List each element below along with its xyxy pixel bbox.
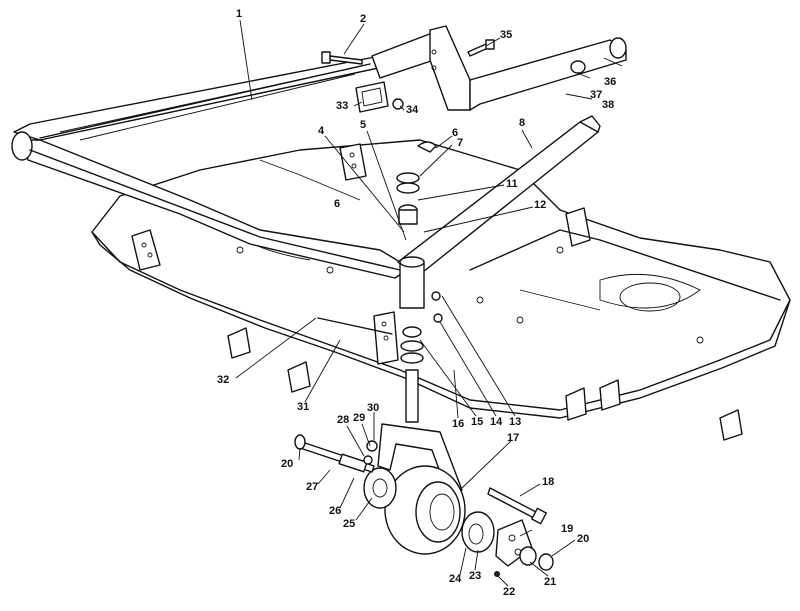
hitch-assembly xyxy=(371,25,627,111)
callout-37: 37 xyxy=(590,89,603,101)
callout-34: 34 xyxy=(406,104,419,116)
callout-6-lower: 6 xyxy=(334,198,341,210)
pivot-brackets xyxy=(317,143,399,365)
callout-31: 31 xyxy=(297,401,310,413)
callout-36: 36 xyxy=(604,76,617,88)
callout-18: 18 xyxy=(542,476,555,488)
callout-7: 7 xyxy=(457,137,464,149)
callout-4: 4 xyxy=(318,125,325,137)
callout-6-upper: 6 xyxy=(452,127,459,139)
callout-17: 17 xyxy=(507,432,520,444)
callout-1: 1 xyxy=(236,8,243,20)
callout-11: 11 xyxy=(506,178,518,190)
spindle-stack xyxy=(396,141,443,323)
caster-wheel xyxy=(363,465,466,555)
axle-parts xyxy=(294,434,378,473)
callout-25: 25 xyxy=(343,518,356,530)
callout-14: 14 xyxy=(490,416,503,428)
callout-8: 8 xyxy=(519,117,526,129)
callout-33: 33 xyxy=(336,100,349,112)
callout-22: 22 xyxy=(503,586,516,598)
callout-20-left: 20 xyxy=(281,458,294,470)
callout-26: 26 xyxy=(329,505,342,517)
callout-15: 15 xyxy=(471,416,484,428)
callout-12: 12 xyxy=(534,199,547,211)
callout-38: 38 xyxy=(602,99,615,111)
callout-27: 27 xyxy=(306,481,319,493)
callout-24: 24 xyxy=(449,573,462,585)
callout-5: 5 xyxy=(360,119,367,131)
callout-30: 30 xyxy=(367,402,380,414)
bolts xyxy=(321,39,495,65)
callout-21: 21 xyxy=(544,576,557,588)
callout-19: 19 xyxy=(561,523,574,535)
callout-35: 35 xyxy=(500,29,513,41)
callout-20-right: 20 xyxy=(577,533,590,545)
callout-32: 32 xyxy=(217,374,230,386)
callout-28: 28 xyxy=(337,414,350,426)
mower-deck xyxy=(91,139,791,441)
callout-13: 13 xyxy=(509,416,522,428)
wheel-hardware xyxy=(461,487,554,577)
callout-16: 16 xyxy=(452,418,465,430)
callout-29: 29 xyxy=(353,412,366,424)
caster-stack xyxy=(377,326,463,495)
leader-lines xyxy=(235,19,623,587)
spacer-block xyxy=(355,81,404,113)
callout-2: 2 xyxy=(360,13,367,25)
callout-23: 23 xyxy=(469,570,482,582)
